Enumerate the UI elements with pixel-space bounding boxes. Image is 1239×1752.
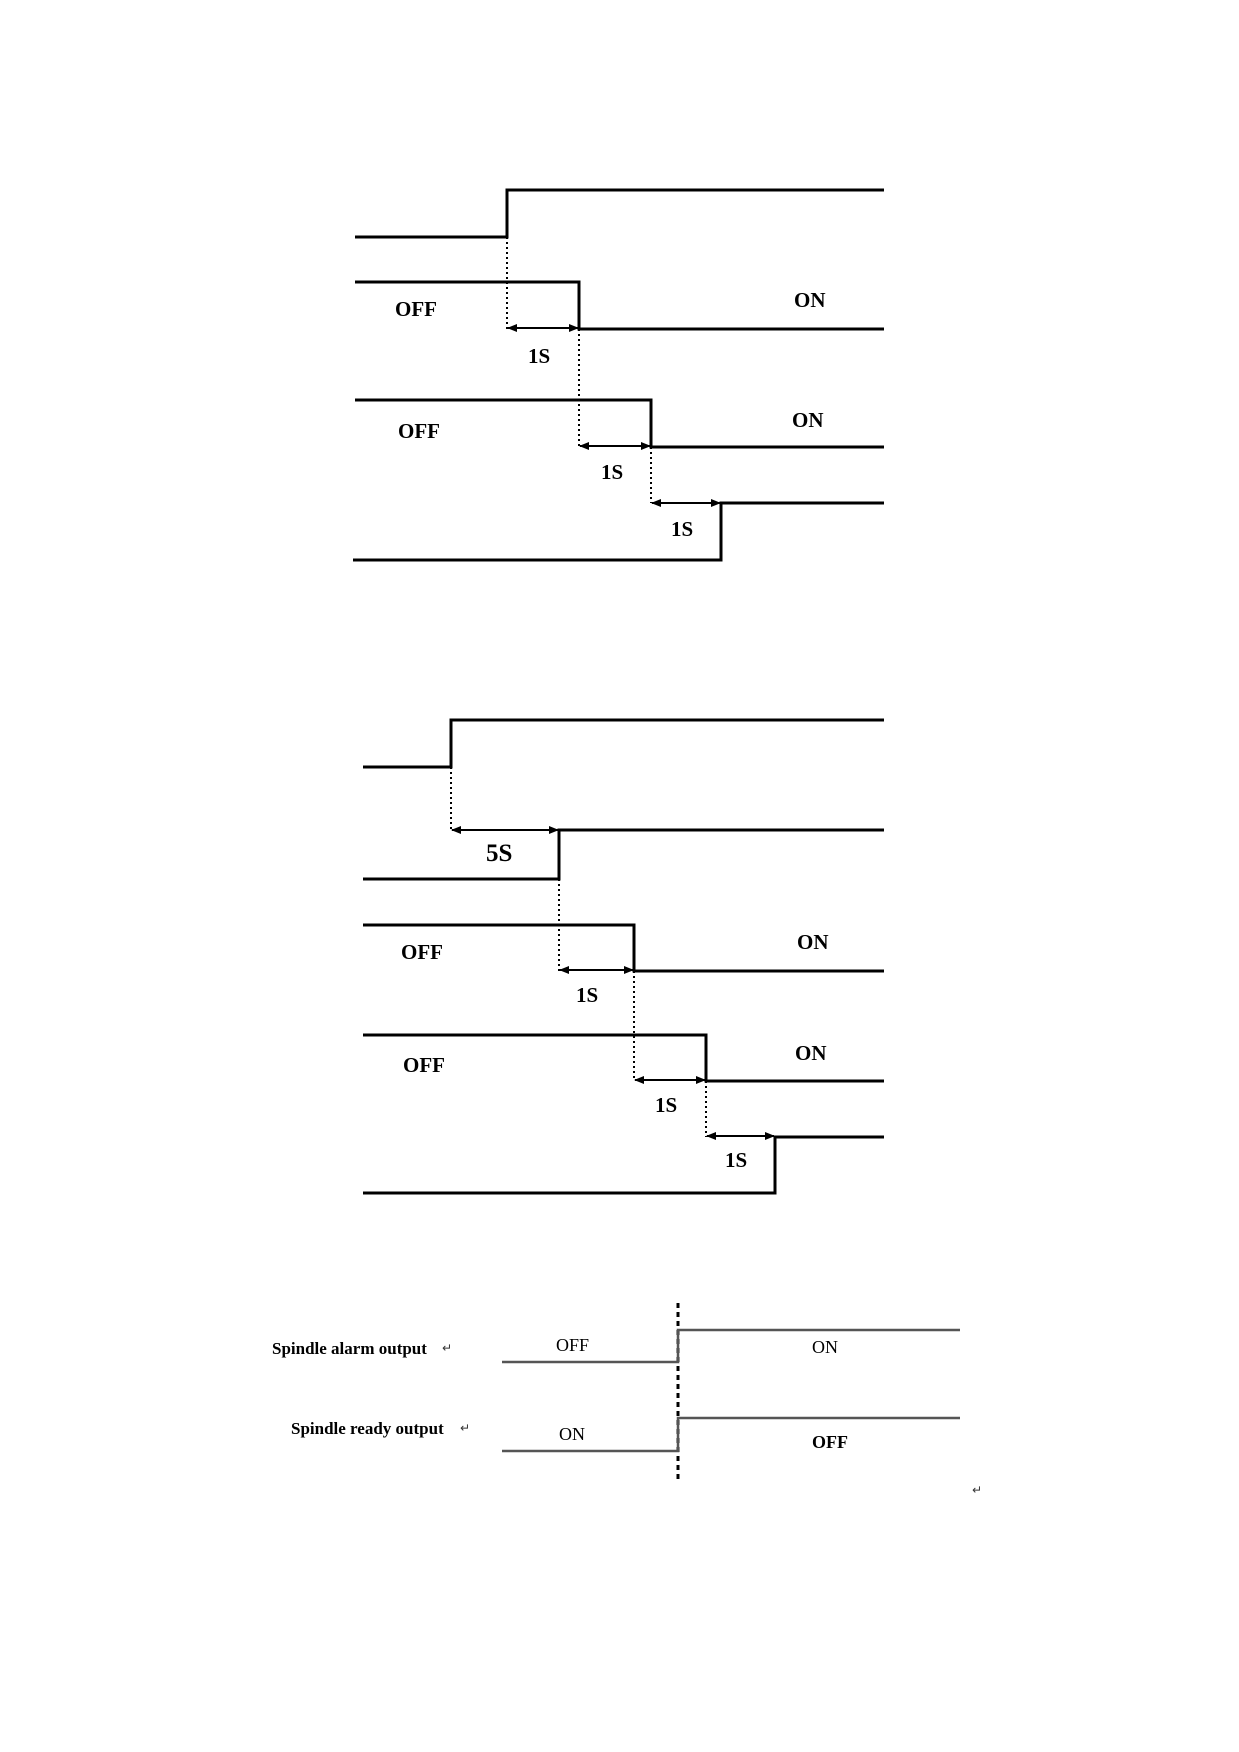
d3-alarm-after-state: ON (812, 1337, 838, 1357)
timing-diagram-3: Spindle alarm output ↵ Spindle ready out… (272, 1303, 982, 1497)
d1-delay-label-3: 1S (671, 517, 693, 541)
d1-signal-1 (355, 188, 884, 239)
d2-signal-4-off-label: OFF (403, 1053, 445, 1077)
d1-signal-3 (355, 398, 884, 449)
d2-delay-label-1: 1S (576, 983, 598, 1007)
d3-ready-label: Spindle ready output (291, 1419, 444, 1438)
d2-signal-1 (363, 718, 884, 769)
d1-signal-2-off-label: OFF (395, 297, 437, 321)
d3-ready-after-state: OFF (812, 1432, 848, 1452)
timing-diagram-1: OFF ON OFF ON 1S 1S 1S (353, 188, 884, 562)
d2-delay-label-2: 1S (655, 1093, 677, 1117)
d2-signal-4 (363, 1033, 884, 1083)
d2-signal-3-on-label: ON (797, 930, 829, 954)
d2-signal-3-off-label: OFF (401, 940, 443, 964)
d3-alarm-signal (502, 1328, 960, 1364)
d1-delay-label-2: 1S (601, 460, 623, 484)
page-return-mark: ↵ (972, 1483, 982, 1497)
d2-signal-3 (363, 923, 884, 973)
d3-alarm-label: Spindle alarm output (272, 1339, 427, 1358)
d2-signal-4-on-label: ON (795, 1041, 827, 1065)
d2-signal-2 (363, 828, 884, 881)
d1-signal-2 (355, 280, 884, 331)
d2-signal-5 (363, 1135, 884, 1195)
d2-delay-label-3: 1S (725, 1148, 747, 1172)
d1-signal-3-off-label: OFF (398, 419, 440, 443)
d2-delay-label-5s: 5S (486, 840, 512, 867)
d1-delay-label-1: 1S (528, 344, 550, 368)
d3-ready-before-state: ON (559, 1424, 585, 1444)
d1-signal-3-on-label: ON (792, 408, 824, 432)
d3-alarm-return-mark: ↵ (442, 1341, 452, 1355)
d3-ready-signal (502, 1416, 960, 1453)
d1-signal-2-on-label: ON (794, 288, 826, 312)
d3-alarm-before-state: OFF (556, 1335, 589, 1355)
d3-ready-return-mark: ↵ (460, 1421, 470, 1435)
d1-signal-4 (353, 501, 884, 562)
timing-diagram-2: 5S OFF ON OFF ON 1S 1S 1S (363, 718, 884, 1195)
